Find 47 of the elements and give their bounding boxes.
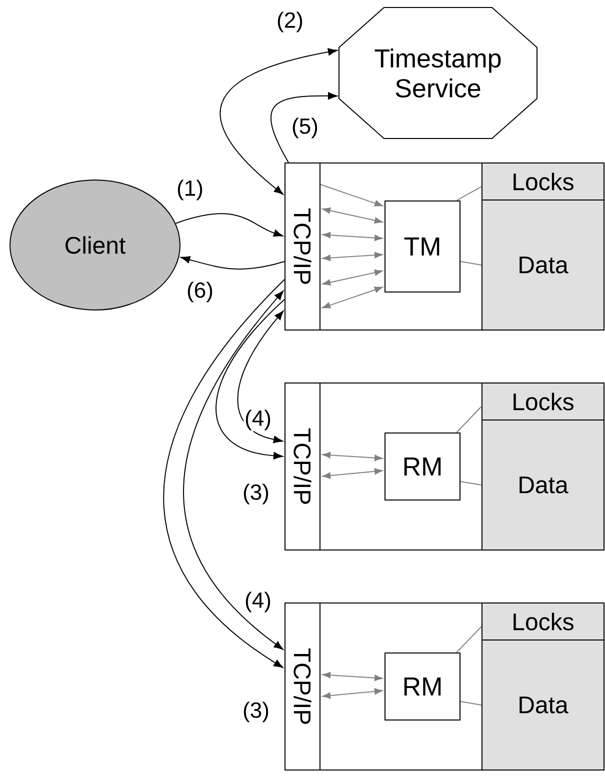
manager-box: TM	[384, 200, 460, 292]
arrow	[320, 184, 383, 206]
service-octagon: Timestamp Service	[338, 7, 538, 139]
edge-label: (6)	[186, 280, 214, 304]
connector-line	[456, 186, 482, 201]
protocol-column: TCP/IP	[284, 382, 320, 550]
arrow	[220, 48, 338, 195]
arrow	[183, 290, 284, 650]
arrow	[322, 232, 383, 242]
locks-cell: Locks	[482, 602, 604, 640]
arrow	[322, 207, 383, 224]
arrow	[322, 452, 383, 462]
arrow	[175, 213, 283, 237]
arrow	[322, 688, 383, 699]
arrow	[237, 310, 284, 444]
arrow	[322, 252, 383, 262]
node-label: Locks	[514, 172, 574, 190]
arrow	[322, 269, 383, 286]
locks-cell: Locks	[482, 382, 604, 420]
locks-cell: Locks	[482, 162, 604, 200]
node-label: Data	[520, 476, 568, 494]
edge-label: (5)	[290, 116, 320, 140]
connector-line	[456, 406, 482, 433]
protocol-column: TCP/IP	[284, 162, 320, 330]
arrow	[163, 279, 285, 668]
edge-label: (2)	[276, 10, 304, 34]
edge-label: (3)	[242, 482, 270, 506]
arrow	[270, 92, 338, 163]
protocol-column: TCP/IP	[284, 602, 320, 770]
node-label: Locks	[514, 392, 574, 410]
arrow	[322, 672, 383, 682]
connector-line	[460, 481, 482, 486]
arrow	[180, 256, 285, 270]
node-label: Data	[520, 256, 568, 274]
edge-label: (4)	[244, 408, 272, 432]
arrow	[322, 468, 383, 479]
manager-box: RM	[384, 432, 460, 500]
edge-label: (4)	[244, 590, 272, 614]
connector-line	[460, 701, 482, 706]
node-label: Data	[520, 696, 568, 714]
arrow	[322, 286, 383, 308]
connector-line	[456, 626, 482, 653]
manager-box: RM	[384, 652, 460, 720]
node-label: Locks	[514, 612, 574, 630]
connector-line	[460, 261, 482, 266]
edge-label: (3)	[242, 700, 270, 724]
arrow	[216, 299, 285, 460]
